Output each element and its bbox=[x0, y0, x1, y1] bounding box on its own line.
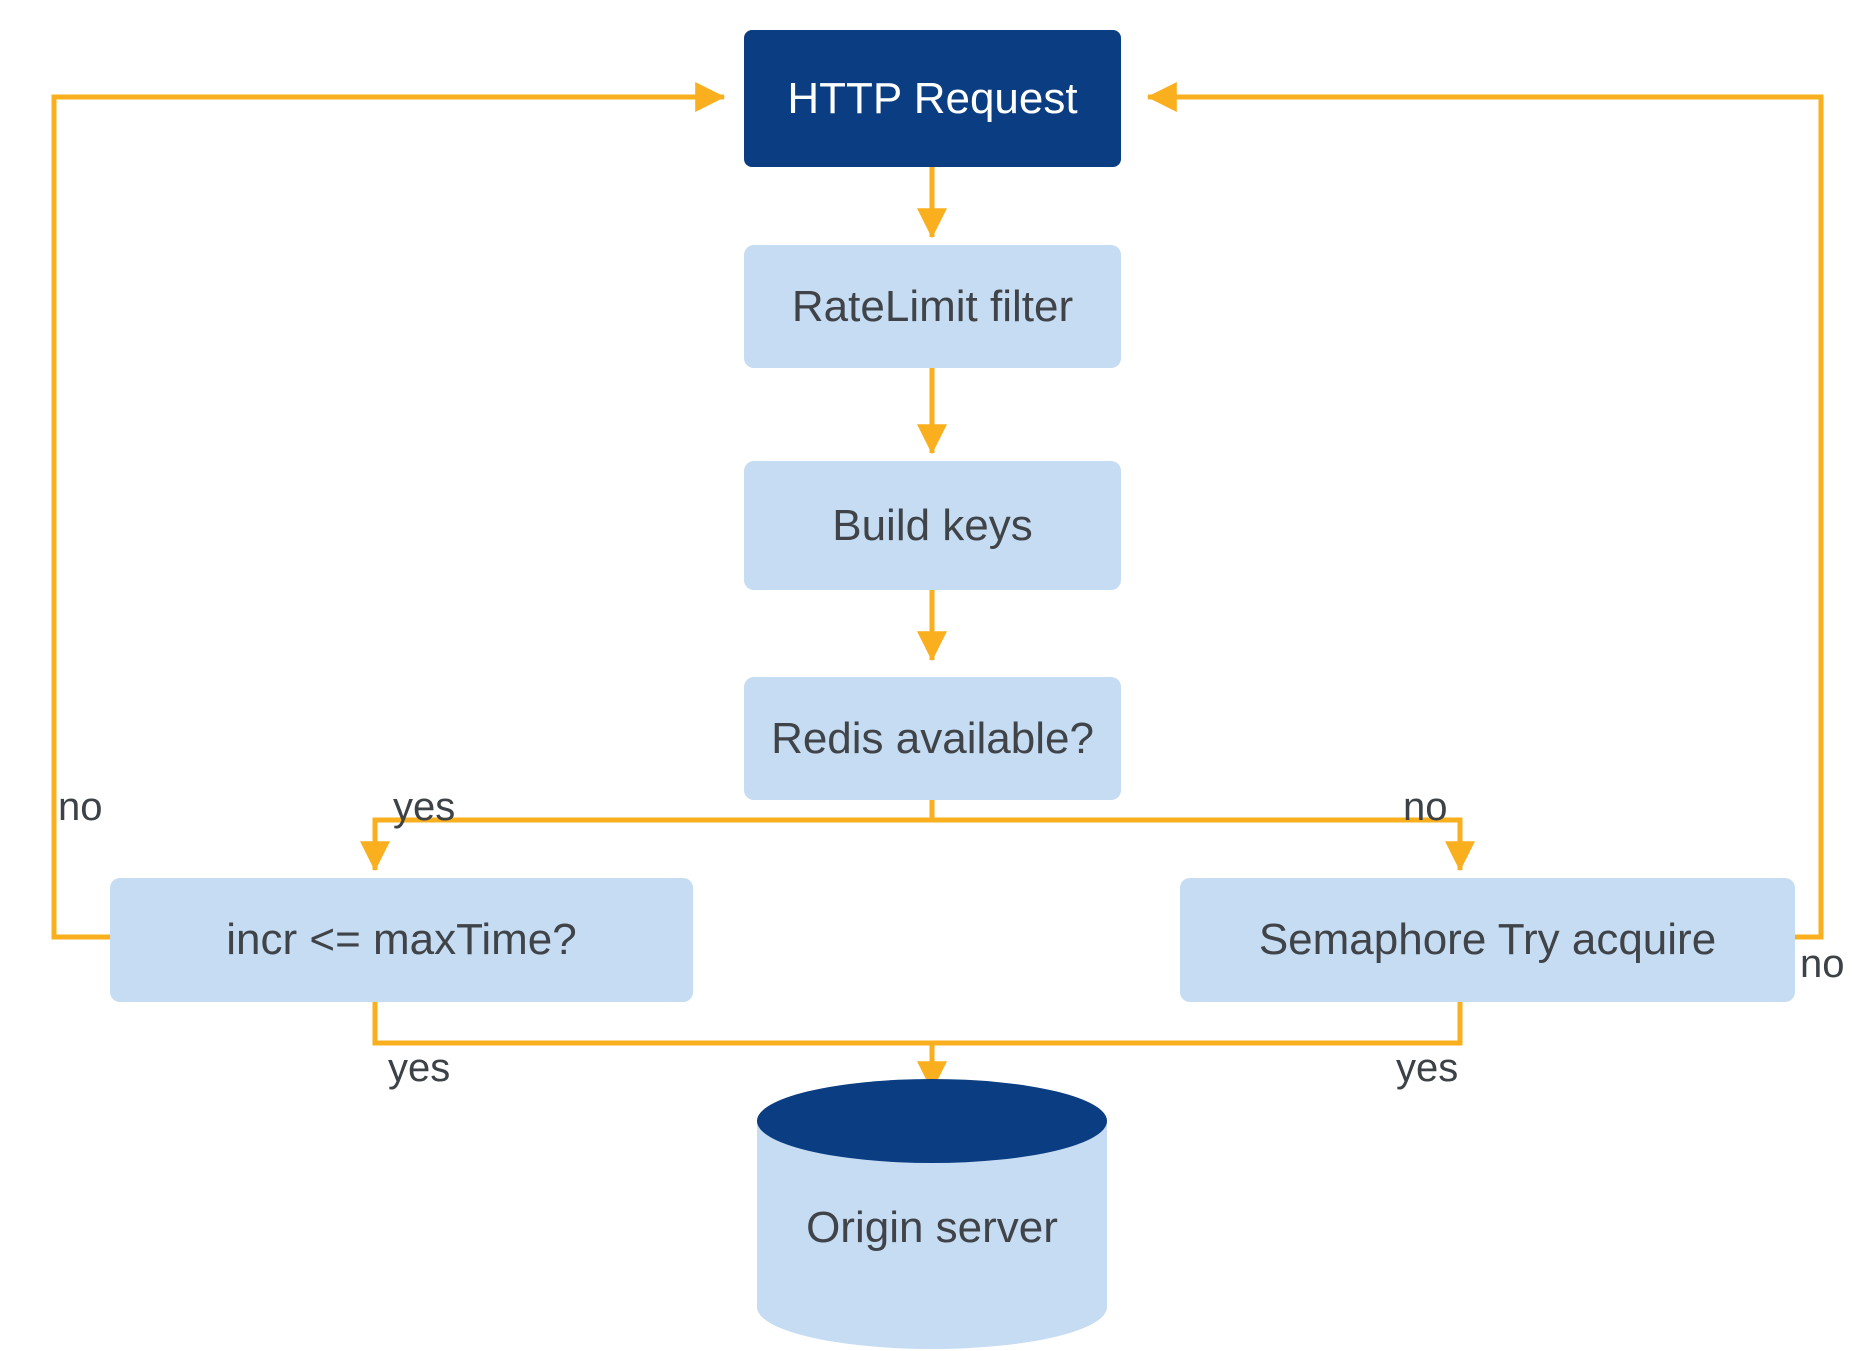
edge-label-right-no: no bbox=[1403, 785, 1448, 829]
edge-label-left-no: no bbox=[58, 785, 103, 829]
edge-label-bottom-left-yes: yes bbox=[388, 1046, 451, 1090]
edge-redis-yes-to-incr bbox=[360, 817, 932, 872]
edge-incr-yes-to-origin bbox=[372, 1002, 947, 1092]
node-semaphore-try-acquire[interactable] bbox=[1180, 878, 1795, 1002]
edge-label-bottom-right-yes: yes bbox=[1396, 1046, 1459, 1090]
node-build-keys[interactable] bbox=[744, 461, 1121, 590]
node-incr-max-time[interactable] bbox=[110, 878, 693, 1002]
node-redis-available[interactable] bbox=[744, 677, 1121, 800]
edge-label-left-yes: yes bbox=[393, 785, 456, 829]
edge-redis-no-to-semaphore bbox=[932, 817, 1475, 872]
edge-label-far-right-no: no bbox=[1800, 942, 1845, 986]
edge-semaphore-yes-to-origin bbox=[932, 1002, 1463, 1046]
edge-incr-no-to-request bbox=[51, 82, 726, 940]
edge-semaphore-no-to-request bbox=[1146, 82, 1824, 940]
node-http-request[interactable] bbox=[744, 30, 1121, 167]
node-origin-server[interactable] bbox=[757, 1079, 1107, 1349]
node-ratelimit-filter[interactable] bbox=[744, 245, 1121, 368]
